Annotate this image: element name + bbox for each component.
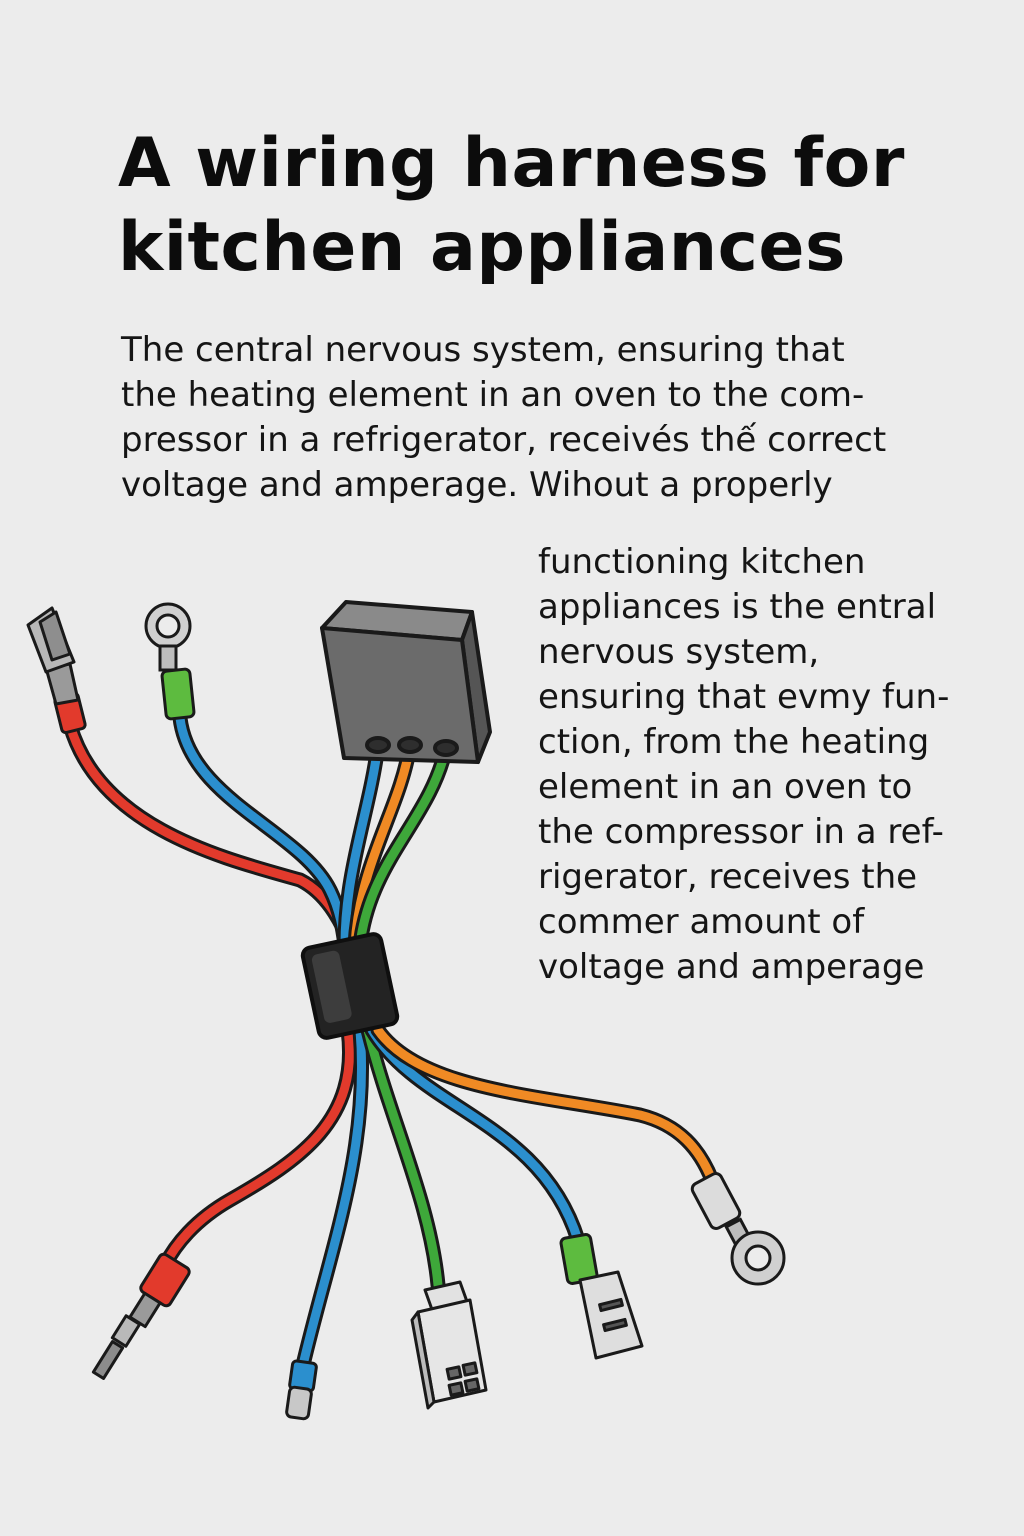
title-line-1: A wiring harness for <box>118 124 905 203</box>
upper-wires <box>62 710 454 953</box>
lower-wires <box>157 1022 720 1373</box>
side-line: the compressor in a ref- <box>538 812 944 852</box>
wire-red-upper <box>62 717 358 953</box>
ring-terminal-bottom-right <box>690 1172 786 1286</box>
title-line-2: kitchen appliances <box>118 208 847 287</box>
wire-blue-upper-left <box>172 710 353 953</box>
intro-line: the heating element in an oven to the co… <box>121 375 865 415</box>
intro-line: voltage and amperage. Wihout a properly <box>121 465 833 505</box>
plug-connector-bottom <box>410 1280 488 1410</box>
housing-port <box>433 739 459 757</box>
side-paragraph: functioning kitchen appliances is the en… <box>538 540 1008 990</box>
side-line: appliances is the entral <box>538 587 937 627</box>
intro-line: The central nervous system, ensuring tha… <box>121 330 845 370</box>
side-line: commer amount of <box>538 902 865 942</box>
page-title: A wiring harness for kitchen appliances <box>118 122 938 290</box>
ring-terminal-top <box>144 602 196 721</box>
side-line: voltage and amperage <box>538 947 925 987</box>
bullet-terminal-bottom <box>285 1359 318 1421</box>
intro-paragraph: The central nervous system, ensuring tha… <box>121 328 941 508</box>
side-line: ction, from the heating <box>538 722 930 762</box>
intro-line: pressor in a refrigerator, receivés thế … <box>121 420 887 460</box>
side-line: rigerator, receives the <box>538 857 918 897</box>
side-line: functioning kitchen <box>538 542 866 582</box>
harness-sleeve <box>300 932 400 1040</box>
housing-port <box>365 736 391 754</box>
spade-terminal-top-left <box>26 606 87 735</box>
housing-port <box>397 736 423 754</box>
flat-spade-terminal <box>559 1233 644 1360</box>
wire-orange-lower <box>370 1022 720 1188</box>
side-line: ensuring that evmy fun- <box>538 677 950 717</box>
pin-terminal-bottom-left <box>91 1252 191 1380</box>
side-line: nervous system, <box>538 632 820 672</box>
connector-housing <box>320 600 492 764</box>
side-line: element in an oven to <box>538 767 913 807</box>
